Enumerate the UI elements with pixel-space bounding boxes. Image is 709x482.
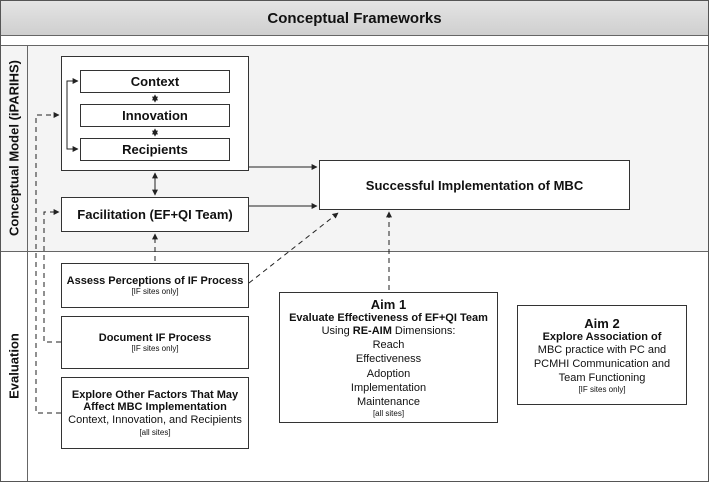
explore-other-factors-note: [all sites] [139, 427, 171, 437]
facilitation-label: Facilitation (EF+QI Team) [77, 207, 233, 222]
recipients-box: Recipients [80, 138, 230, 161]
header-divider [1, 45, 708, 46]
document-if-process-note: [IF sites only] [131, 344, 179, 353]
explore-other-factors-title-line1: Explore Other Factors That May [71, 389, 239, 402]
document-if-process-title: Document IF Process [98, 332, 212, 344]
aim2-line1: MBC practice with PC and [537, 343, 667, 356]
aim1-dimension-maintenance: Maintenance [357, 396, 420, 409]
context-box: Context [80, 70, 230, 93]
aim2-subtitle: Explore Association of [542, 330, 662, 343]
aim1-title: Aim 1 [370, 296, 407, 312]
diagram-title: Conceptual Frameworks [1, 1, 708, 36]
aim1-dimension-effectiveness: Effectiveness [355, 353, 422, 366]
assess-perceptions-box: Assess Perceptions of IF Process [IF sit… [61, 263, 249, 308]
aim1-using-suffix: Dimensions: [391, 324, 456, 337]
assess-perceptions-note: [IF sites only] [131, 287, 179, 296]
aim2-line3: Team Functioning [558, 372, 646, 385]
recipients-label: Recipients [122, 142, 188, 157]
assess-outcome-arrow [248, 212, 339, 284]
aim1-note: [all sites] [372, 409, 405, 419]
aim2-box: Aim 2 Explore Association of MBC practic… [517, 305, 687, 405]
explore-other-factors-title-line2: Affect MBC Implementation [83, 401, 227, 414]
aim1-dimension-implementation: Implementation [350, 381, 427, 394]
innovation-label: Innovation [122, 108, 188, 123]
aim2-title: Aim 2 [584, 315, 620, 331]
aim2-line2: PCMHI Communication and [533, 357, 671, 370]
aim1-subtitle: Evaluate Effectiveness of EF+QI Team [289, 311, 488, 324]
aim1-using-prefix: Using [321, 324, 353, 337]
aim1-box: Aim 1 Evaluate Effectiveness of EF+QI Te… [279, 292, 498, 423]
successful-implementation-box: Successful Implementation of MBC [319, 160, 630, 210]
facilitation-box: Facilitation (EF+QI Team) [61, 197, 249, 232]
context-recipients-bracket [66, 78, 79, 152]
successful-implementation-label: Successful Implementation of MBC [365, 177, 584, 193]
aim1-dimension-reach: Reach [372, 338, 405, 351]
explore-other-factors-subtitle: Context, Innovation, and Recipients [68, 414, 242, 427]
context-label: Context [130, 74, 180, 89]
innovation-box: Innovation [80, 104, 230, 127]
aim1-dimension-adoption: Adoption [366, 367, 411, 380]
document-if-process-box: Document IF Process [IF sites only] [61, 316, 249, 369]
document-facilitation-arrow [43, 209, 61, 343]
aim1-using-line: Using RE-AIM Dimensions: [322, 324, 456, 338]
aim1-reaim: RE-AIM [352, 324, 392, 337]
explore-other-factors-box: Explore Other Factors That May Affect MB… [61, 377, 249, 449]
aim2-note: [IF sites only] [578, 385, 626, 395]
assess-perceptions-title: Assess Perceptions of IF Process [66, 275, 244, 287]
label-column-divider [27, 46, 28, 481]
explore-context-arrow [35, 112, 61, 414]
section-divider [1, 251, 708, 252]
